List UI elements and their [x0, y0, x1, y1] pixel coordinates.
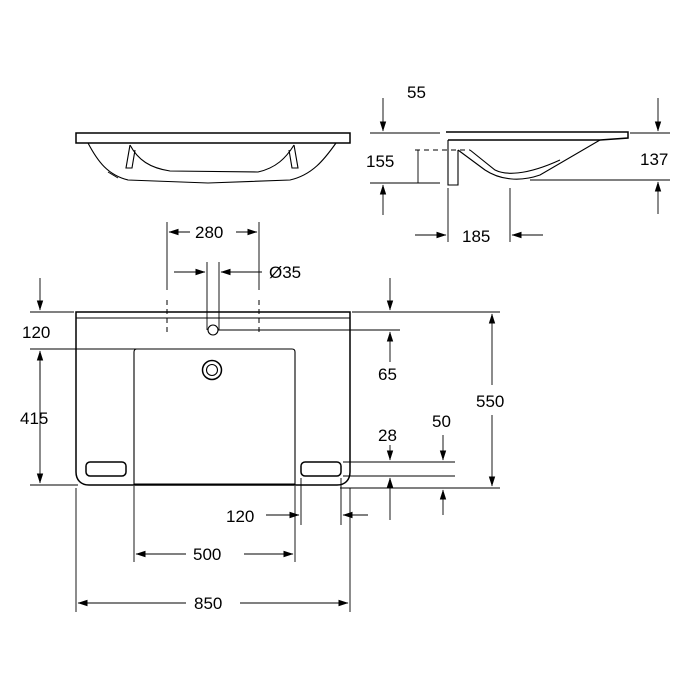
tap-hole — [207, 324, 219, 336]
dim-label-120-top: 120 — [22, 323, 50, 342]
dim-label-185: 185 — [462, 227, 490, 246]
dim-label-155: 155 — [366, 152, 394, 171]
dim-label-137: 137 — [640, 150, 668, 169]
grip-right — [300, 461, 342, 477]
dim-label-28: 28 — [378, 426, 397, 445]
dimension-lines — [30, 98, 670, 612]
side-elevation-view — [415, 131, 629, 186]
dim-label-850: 850 — [194, 594, 222, 613]
overflow-outer — [201, 359, 223, 381]
grip-left — [85, 461, 127, 477]
dimension-labels: 55 155 137 185 280 Ø35 120 65 415 550 28… — [20, 83, 668, 613]
plan-view — [75, 300, 351, 486]
dim-label-65: 65 — [378, 365, 397, 384]
dim-label-diameter-35: Ø35 — [269, 263, 301, 282]
front-elevation-view — [75, 132, 351, 184]
dim-label-500: 500 — [193, 545, 221, 564]
dim-label-55: 55 — [407, 83, 426, 102]
dim-label-280: 280 — [195, 223, 223, 242]
dim-label-50: 50 — [432, 412, 451, 431]
dim-label-550: 550 — [476, 392, 504, 411]
dim-label-415: 415 — [20, 409, 48, 428]
overflow-inner — [205, 363, 219, 377]
dim-label-120-bottom: 120 — [226, 507, 254, 526]
